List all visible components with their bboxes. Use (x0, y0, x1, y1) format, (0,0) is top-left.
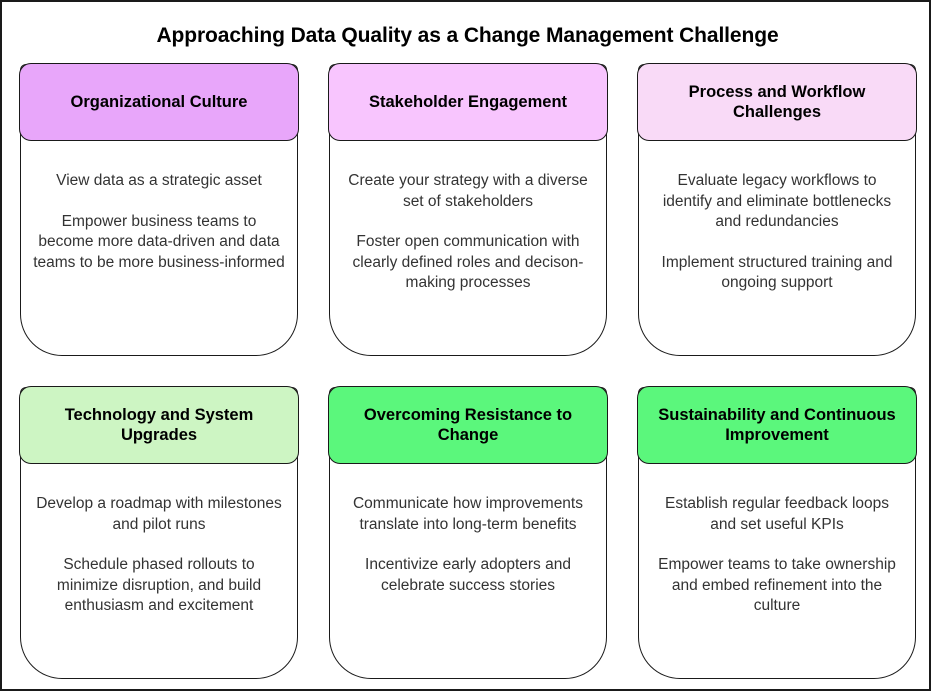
card-stakeholder-engagement[interactable]: Stakeholder Engagement Create your strat… (328, 63, 608, 356)
card-body-stakeholder-engagement: Create your strategy with a diverse set … (330, 141, 606, 355)
card-overcoming-resistance-to-change[interactable]: Overcoming Resistance to Change Communic… (328, 386, 608, 679)
card-technology-and-system-upgrades[interactable]: Technology and System Upgrades Develop a… (19, 386, 299, 679)
card-paragraph: Develop a roadmap with milestones and pi… (36, 495, 282, 533)
card-paragraph: Foster open communication with clearly d… (352, 233, 584, 292)
card-grid: Organizational Culture View data as a st… (19, 63, 917, 679)
card-body-process-and-workflow-challenges: Evaluate legacy workflows to identify an… (639, 141, 915, 355)
card-header-stakeholder-engagement: Stakeholder Engagement (328, 63, 608, 142)
card-paragraph: Schedule phased rollouts to minimize dis… (56, 556, 262, 615)
card-paragraph: Implement structured training and ongoin… (661, 253, 893, 292)
page-title: Approaching Data Quality as a Change Man… (156, 24, 779, 47)
card-paragraph: Empower business teams to become more da… (33, 212, 285, 271)
card-paragraph: Incentivize early adopters and celebrate… (365, 556, 571, 594)
card-paragraph: Empower teams to take ownership and embe… (658, 556, 896, 615)
card-paragraph: View data as a strategic asset (56, 172, 262, 190)
card-paragraph: Evaluate legacy workflows to identify an… (662, 172, 892, 231)
card-body-sustainability-and-continuous-improvement: Establish regular feedback loops and set… (639, 464, 915, 678)
card-header-overcoming-resistance-to-change: Overcoming Resistance to Change (328, 386, 608, 465)
card-paragraph: Establish regular feedback loops and set… (664, 495, 890, 533)
card-paragraph: Create your strategy with a diverse set … (348, 172, 588, 210)
card-body-technology-and-system-upgrades: Develop a roadmap with milestones and pi… (21, 464, 297, 678)
card-header-sustainability-and-continuous-improvement: Sustainability and Continuous Improvemen… (637, 386, 917, 465)
card-header-process-and-workflow-challenges: Process and Workflow Challenges (637, 63, 917, 142)
card-header-organizational-culture: Organizational Culture (19, 63, 299, 142)
card-sustainability-and-continuous-improvement[interactable]: Sustainability and Continuous Improvemen… (637, 386, 917, 679)
card-header-technology-and-system-upgrades: Technology and System Upgrades (19, 386, 299, 465)
card-process-and-workflow-challenges[interactable]: Process and Workflow Challenges Evaluate… (637, 63, 917, 356)
card-body-organizational-culture: View data as a strategic asset Empower b… (21, 141, 297, 355)
card-body-overcoming-resistance-to-change: Communicate how improvements translate i… (330, 464, 606, 678)
card-paragraph: Communicate how improvements translate i… (352, 495, 583, 533)
card-organizational-culture[interactable]: Organizational Culture View data as a st… (19, 63, 299, 356)
